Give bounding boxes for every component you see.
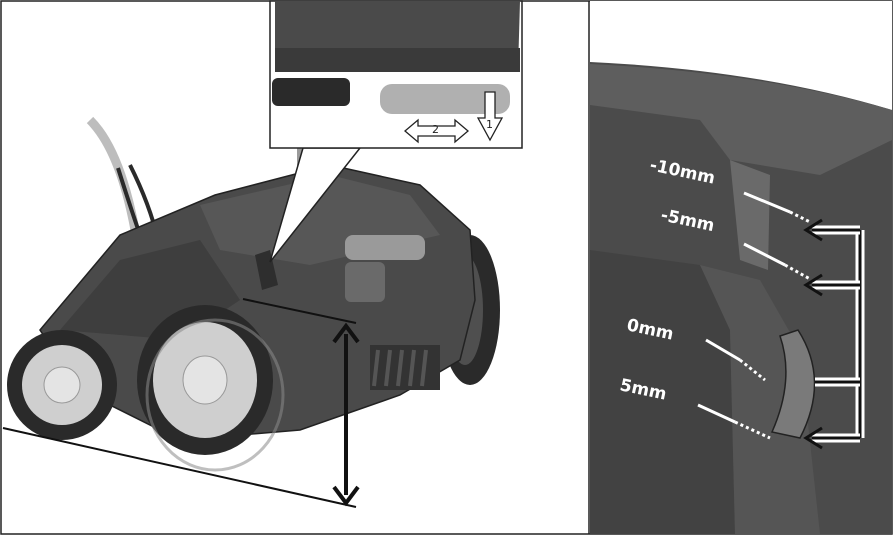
inset-wheel-right [380, 84, 510, 114]
height-reference-line [242, 298, 357, 324]
slide-arrow [403, 118, 470, 144]
front-left-wheel [7, 330, 117, 440]
ground-line [2, 427, 357, 508]
detail-inset: 1 2 [269, 0, 523, 149]
side-vents [370, 345, 440, 390]
front-right-wheel [137, 305, 273, 455]
depth-markers [697, 191, 811, 440]
push-down-arrow [476, 91, 504, 142]
control-grille [345, 235, 425, 260]
housing-ridge [730, 160, 770, 270]
machine-illustration [7, 116, 500, 472]
vent-grille [345, 262, 385, 302]
housing-front [590, 250, 735, 534]
height-arrow [332, 322, 360, 507]
housing-side [700, 265, 820, 534]
wheel-lowered-outline [145, 318, 285, 472]
arrow-2-label: 2 [432, 123, 439, 136]
arrow-1-label: 1 [486, 118, 493, 131]
inset-wheel-left [272, 78, 350, 106]
handle-tube [86, 116, 140, 231]
depth-detail-panel: -10mm -5mm 0mm 5mm [590, 1, 892, 534]
housing-top-edge [590, 64, 892, 175]
bracket-arrows [803, 218, 865, 450]
depth-adjust-knob [770, 329, 816, 439]
